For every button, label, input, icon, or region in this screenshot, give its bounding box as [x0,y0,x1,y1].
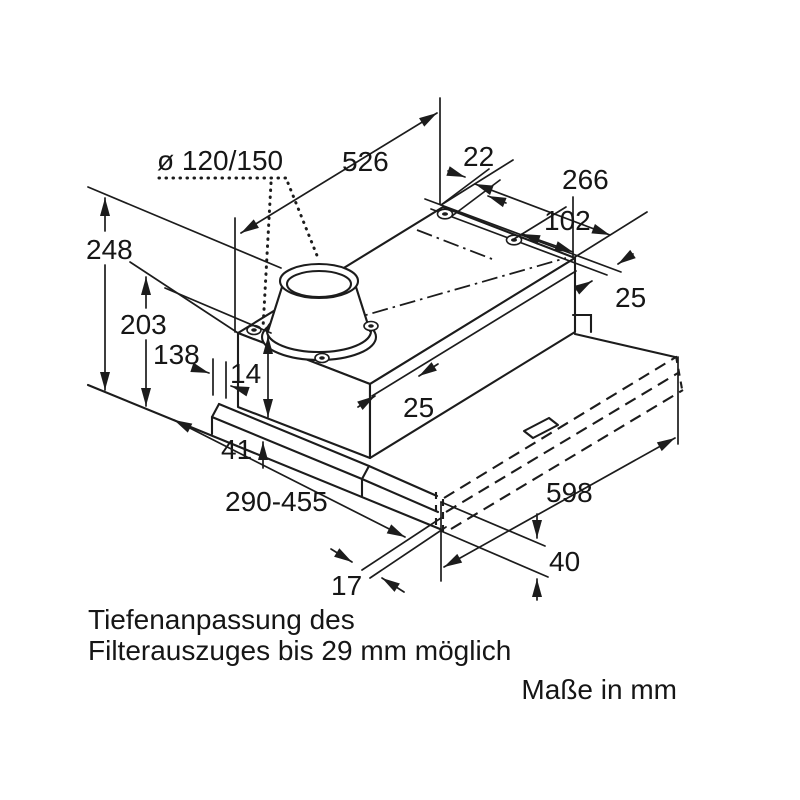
dim-25-front: 25 [357,362,439,423]
dim-14: 14 [190,358,261,399]
panel-bottom-edge [450,389,684,530]
arrow [446,166,466,178]
ext-line [87,186,282,269]
arrow [230,385,250,397]
dim-526-label: 526 [342,146,389,177]
dim-290-455: 290-455 [173,419,406,538]
notes: Tiefenanpassung des Filterauszuges bis 2… [88,604,677,705]
front-fold-line [371,270,577,397]
dim-line [443,437,676,568]
ext-line [369,526,447,579]
collar-rim-outer [278,262,360,300]
dim-203-label: 203 [120,309,167,340]
dim-203: 203 [120,261,239,407]
dim-41: 41 [221,434,268,469]
flange-screw [246,324,262,336]
ext-line [440,501,546,547]
retracted-panel-edge [573,332,677,359]
collar-cone [268,287,370,331]
arrow [573,280,593,295]
dim-40-label: 40 [549,546,580,577]
arrow [381,577,405,593]
dim-line [474,183,611,236]
flange-screw [314,352,330,364]
dim-17: 17 [330,517,447,601]
dim-25-front-label: 25 [403,392,434,423]
flange-screw [363,320,379,332]
arrow [330,548,353,563]
dim-22-label: 22 [463,141,494,172]
body-notch [571,313,593,334]
arrow [487,195,507,208]
collar-cone-left [266,285,284,333]
strip-front-edge [360,477,440,514]
dim-138-label: 138 [153,339,200,370]
panel-handle [522,416,560,440]
mount-screw [436,208,454,220]
panel-right-cap [674,355,684,390]
duct-collar [246,262,379,364]
depth-note-line2: Filterauszuges bis 29 mm möglich [88,635,511,666]
dim-25-rear: 25 [573,249,646,313]
dim-17-label: 17 [331,570,362,601]
depth-note-line1: Tiefenanpassung des [88,604,355,635]
dim-598: 598 [440,356,679,582]
duct-axis-line [344,257,567,322]
strip-top-edge [367,464,439,498]
dim-line [173,419,406,538]
arrow [418,362,439,377]
dim-41-label: 41 [221,434,252,465]
dim-248: 248 [86,186,282,391]
arrow [617,249,636,265]
ext-line [361,517,442,571]
collar-rim-inner [285,269,353,299]
ext-tick [440,159,514,206]
mount-centerline [416,229,493,260]
dim-102-label: 102 [544,205,591,236]
dim-598-label: 598 [546,477,593,508]
ext-line [440,530,549,578]
dim-line [240,112,438,234]
duct-leader-left [261,181,273,330]
dim-40: 40 [440,501,580,601]
arrow [357,395,376,410]
ext-tick [574,211,648,258]
dim-248-label: 248 [86,234,133,265]
ext-line [164,287,272,334]
ext-line [129,261,239,334]
units-note: Maße in mm [521,674,677,705]
arrow [190,362,210,374]
dim-266: 266 [440,159,648,258]
dim-526: 526 [234,97,441,333]
dim-22: 22 [440,141,507,217]
dim-14-label: 14 [230,358,261,389]
mounting-lines [344,198,622,322]
dim-25-rear-label: 25 [615,282,646,313]
dim-290-455-label: 290-455 [225,486,328,517]
dim-102: 102 [513,196,591,257]
dim-line [521,233,574,253]
dim-duct-diameter-label: ø 120/150 [157,145,283,176]
dim-266-label: 266 [562,164,609,195]
